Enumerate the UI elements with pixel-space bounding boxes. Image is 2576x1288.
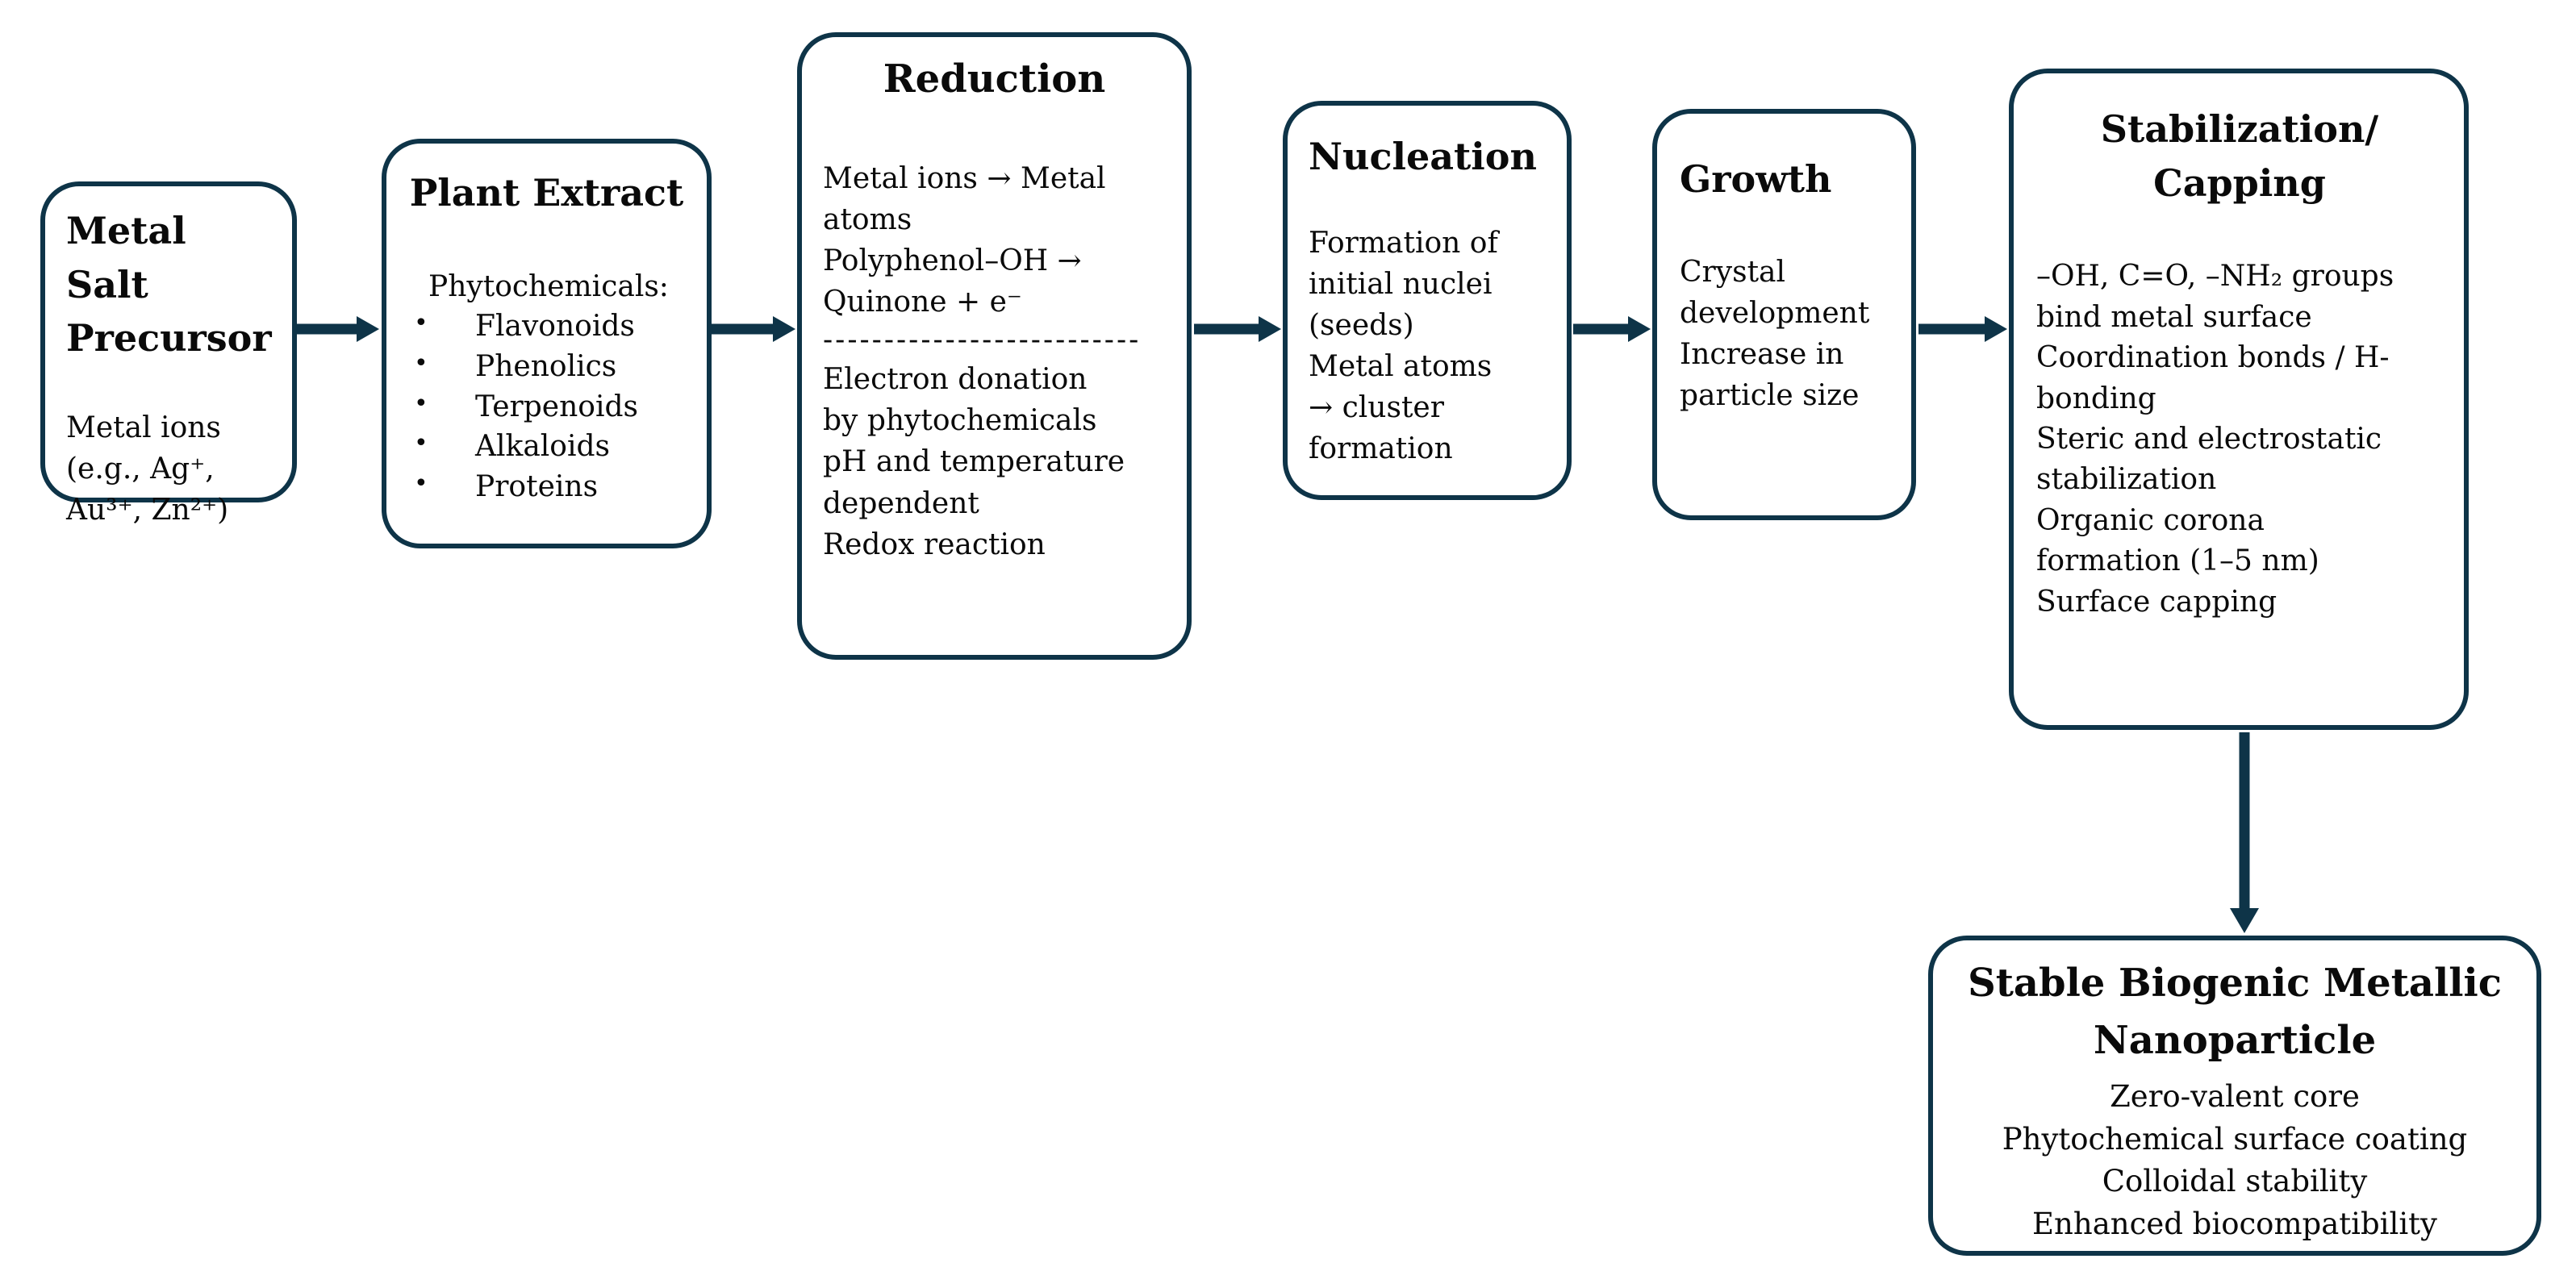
dashed-divider: --------------------------	[823, 323, 1142, 357]
bullet-icon: •	[414, 469, 428, 498]
bullet-icon: •	[414, 389, 428, 418]
arrow-growth-to-stabilization	[1918, 316, 2007, 342]
list-item-label: Proteins	[475, 470, 599, 504]
box-title: Stabilization/ Capping	[2100, 107, 2379, 205]
arrow-plant-extract-to-reduction	[712, 316, 795, 342]
box-body-notes: Electron donation by phytochemicals pH a…	[823, 363, 1125, 561]
box-title: Metal Salt Precursor	[66, 209, 272, 361]
box-body-reactions: Metal ions → Metal atoms Polyphenol–OH →…	[823, 161, 1106, 319]
arrow-metal-salt-to-plant-extract	[297, 316, 379, 342]
box-plant-extract: Plant Extract Phytochemicals: • Flavonoi…	[382, 139, 712, 548]
box-title: Plant Extract	[409, 171, 684, 215]
box-reduction: Reduction Metal ions → Metal atoms Polyp…	[797, 32, 1192, 660]
box-body: Zero-valent core Phytochemical surface c…	[2002, 1079, 2468, 1241]
phytochemicals-label: Phytochemicals:	[428, 269, 669, 303]
list-item: • Proteins	[414, 467, 699, 507]
list-item: • Alkaloids	[414, 427, 699, 467]
arrow-reduction-to-nucleation	[1194, 316, 1281, 342]
box-stabilization-capping: Stabilization/ Capping –OH, C=O, –NH₂ gr…	[2009, 69, 2469, 730]
list-item: • Terpenoids	[414, 387, 699, 427]
box-body: –OH, C=O, –NH₂ groups bind metal surface…	[2036, 260, 2394, 619]
box-title: Growth	[1680, 157, 1832, 201]
box-body: Crystal development Increase in particle…	[1680, 255, 1870, 413]
bullet-icon: •	[414, 429, 428, 458]
list-item: • Phenolics	[414, 347, 699, 387]
list-item: • Flavonoids	[414, 306, 699, 347]
bullet-icon: •	[414, 309, 428, 338]
box-title: Nucleation	[1309, 135, 1537, 178]
box-nucleation: Nucleation Formation of initial nuclei (…	[1283, 101, 1572, 500]
box-metal-salt-precursor: Metal Salt Precursor Metal ions (e.g., A…	[40, 181, 297, 527]
list-item-label: Terpenoids	[475, 390, 638, 423]
arrow-nucleation-to-growth	[1573, 316, 1651, 342]
phytochemicals-list: • Flavonoids • Phenolics • Terpenoids • …	[395, 306, 699, 506]
box-body: Formation of initial nuclei (seeds) Meta…	[1309, 226, 1498, 466]
box-body: Metal ions (e.g., Ag⁺, Au³⁺, Zn²⁺)	[66, 411, 229, 527]
list-item-label: Phenolics	[475, 350, 617, 384]
box-growth: Growth Crystal development Increase in p…	[1652, 109, 1916, 520]
box-title: Reduction	[883, 56, 1106, 102]
box-title: Stable Biogenic Metallic Nanoparticle	[1968, 961, 2502, 1064]
bullet-icon: •	[414, 349, 428, 378]
list-item-label: Alkaloids	[475, 430, 611, 464]
box-stable-biogenic-nanoparticle: Stable Biogenic Metallic Nanoparticle Ze…	[1928, 936, 2541, 1256]
list-item-label: Flavonoids	[475, 310, 635, 344]
arrow-stabilization-to-nanoparticle	[2230, 732, 2259, 933]
